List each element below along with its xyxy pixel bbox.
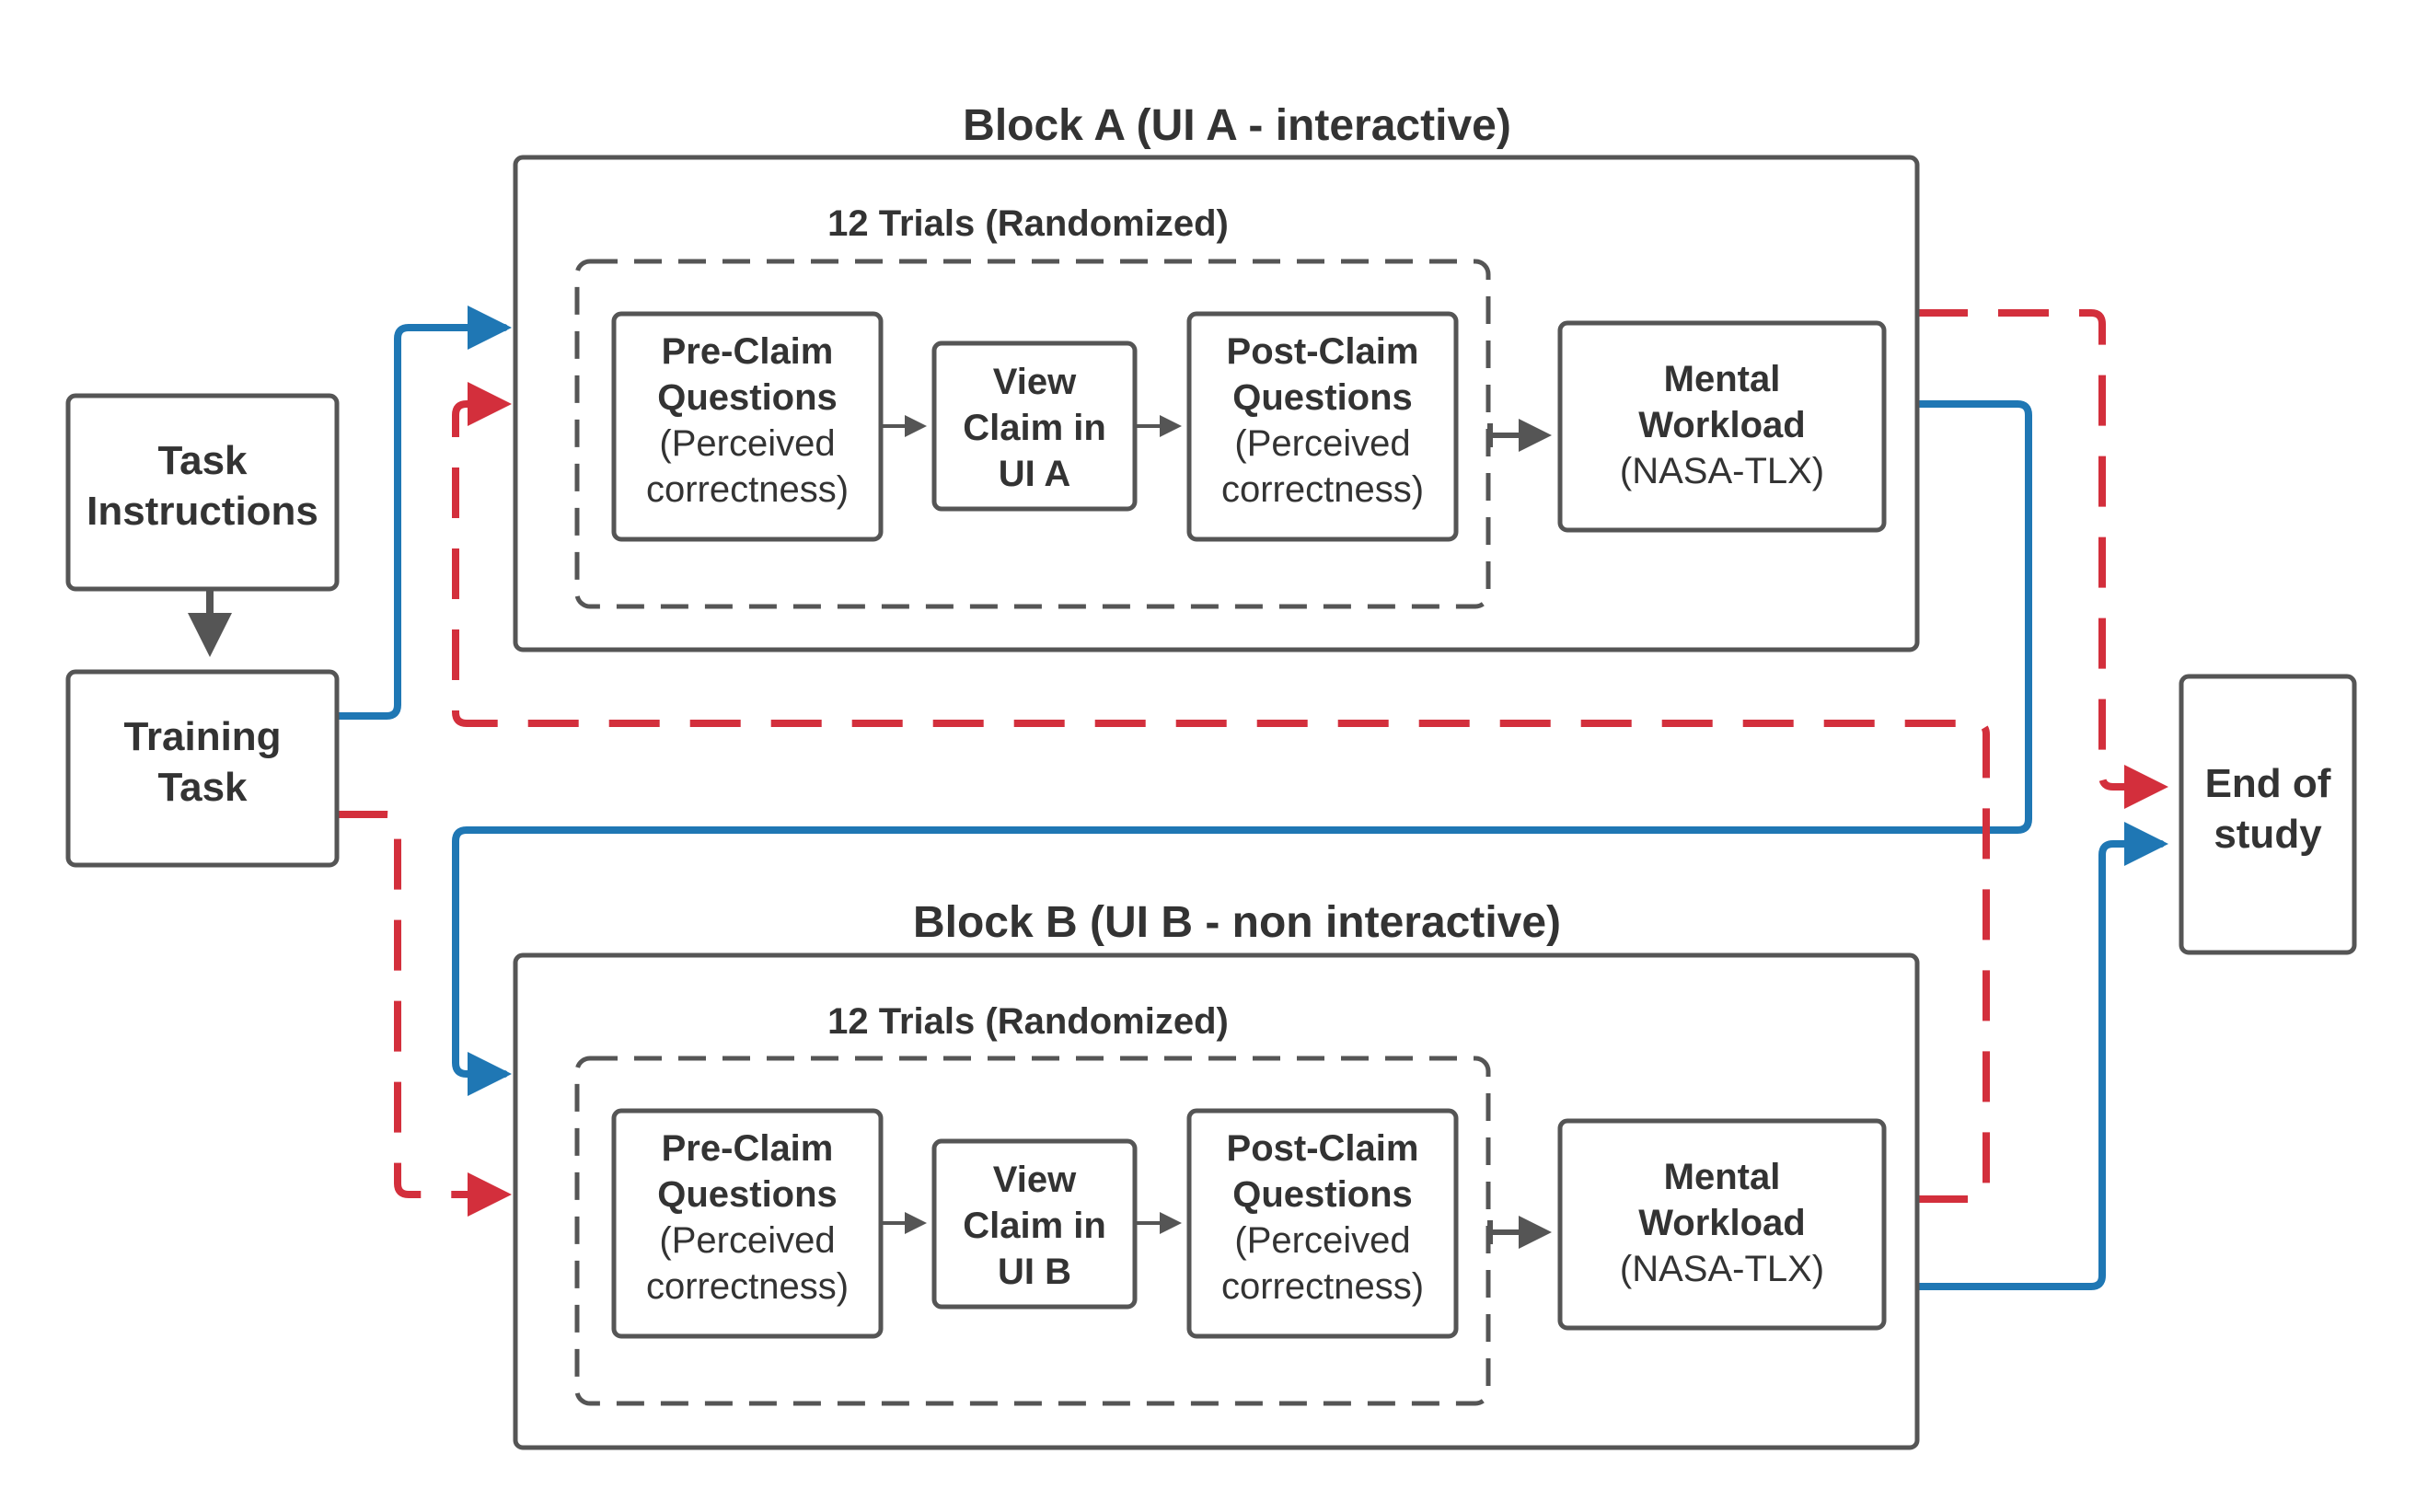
block-b-trials-label: 12 Trials (Randomized)	[827, 1001, 1229, 1042]
block-a-pre-claim-line3: (Perceived	[659, 423, 835, 464]
block-a-title: Block A (UI A - interactive)	[963, 101, 1511, 150]
block-b-post-claim-line1: Post-Claim	[1227, 1128, 1419, 1169]
block-b-post-claim-box: Post-Claim Questions (Perceived correctn…	[1186, 1108, 1459, 1339]
block-a-mental-workload-box: Mental Workload (NASA-TLX)	[1557, 320, 1887, 533]
end-of-study-box: End of study	[2179, 674, 2357, 955]
training-task-line2: Task	[157, 765, 248, 810]
blue-path-block-a-to-block-b	[452, 400, 2032, 1096]
red-path-block-b-to-block-a	[452, 382, 1990, 1203]
end-of-study-line2: study	[2214, 812, 2322, 857]
block-b-workload-line3: (NASA-TLX)	[1620, 1249, 1824, 1289]
block-b-mental-workload-box: Mental Workload (NASA-TLX)	[1557, 1118, 1887, 1331]
block-b-post-claim-line2: Questions	[1232, 1174, 1413, 1215]
block-b-workload-line2: Workload	[1638, 1203, 1806, 1243]
block-a-pre-claim-line1: Pre-Claim	[662, 331, 834, 372]
block-a-view-claim-line2: Claim in	[963, 408, 1106, 448]
task-instructions-line1: Task	[157, 438, 248, 483]
block-a-post-claim-line4: correctness)	[1221, 469, 1424, 510]
training-task-box: Training Task	[65, 669, 340, 868]
block-a-post-claim-box: Post-Claim Questions (Perceived correctn…	[1186, 311, 1459, 542]
blue-path-training-to-block-a	[333, 306, 512, 720]
block-a-post-claim-line2: Questions	[1232, 377, 1413, 418]
block-b-post-claim-line4: correctness)	[1221, 1266, 1424, 1307]
task-instructions-line2: Instructions	[87, 489, 318, 534]
block-b-view-claim-line2: Claim in	[963, 1206, 1106, 1246]
block-a-pre-claim-box: Pre-Claim Questions (Perceived correctne…	[611, 311, 884, 542]
block-a-post-claim-line3: (Perceived	[1234, 423, 1410, 464]
blue-path-block-b-to-end	[1913, 822, 2168, 1290]
block-a-pre-claim-line4: correctness)	[646, 469, 849, 510]
training-task-line1: Training	[123, 714, 281, 759]
block-b-pre-claim-line4: correctness)	[646, 1266, 849, 1307]
block-b-pre-claim-line3: (Perceived	[659, 1220, 835, 1261]
block-b-workload-line1: Mental	[1664, 1157, 1781, 1197]
block-b-pre-claim-line2: Questions	[657, 1174, 838, 1215]
block-a-workload-line2: Workload	[1638, 405, 1806, 445]
block-b-view-claim-box: View Claim in UI B	[931, 1138, 1138, 1310]
block-a-workload-line3: (NASA-TLX)	[1620, 451, 1824, 491]
block-a-view-claim-line1: View	[993, 362, 1077, 402]
block-b-pre-claim-line1: Pre-Claim	[662, 1128, 834, 1169]
block-a-post-claim-line1: Post-Claim	[1227, 331, 1419, 372]
block-b-post-claim-line3: (Perceived	[1234, 1220, 1410, 1261]
block-a-pre-claim-line2: Questions	[657, 377, 838, 418]
end-of-study-line1: End of	[2205, 761, 2331, 806]
block-a-workload-line1: Mental	[1664, 359, 1781, 399]
block-b: Block B (UI B - non interactive) 12 Tria…	[513, 898, 1920, 1450]
task-instructions-box: Task Instructions	[65, 393, 340, 592]
block-b-pre-claim-box: Pre-Claim Questions (Perceived correctne…	[611, 1108, 884, 1339]
block-a-view-claim-box: View Claim in UI A	[931, 340, 1138, 512]
red-path-block-a-to-end	[1917, 309, 2168, 809]
block-a-trials-label: 12 Trials (Randomized)	[827, 203, 1229, 244]
block-b-title: Block B (UI B - non interactive)	[913, 898, 1561, 947]
block-b-view-claim-line3: UI B	[998, 1252, 1071, 1292]
block-a: Block A (UI A - interactive) 12 Trials (…	[513, 101, 1920, 652]
block-a-view-claim-line3: UI A	[999, 454, 1071, 494]
red-path-training-to-block-b	[337, 811, 512, 1217]
block-b-view-claim-line1: View	[993, 1160, 1077, 1200]
